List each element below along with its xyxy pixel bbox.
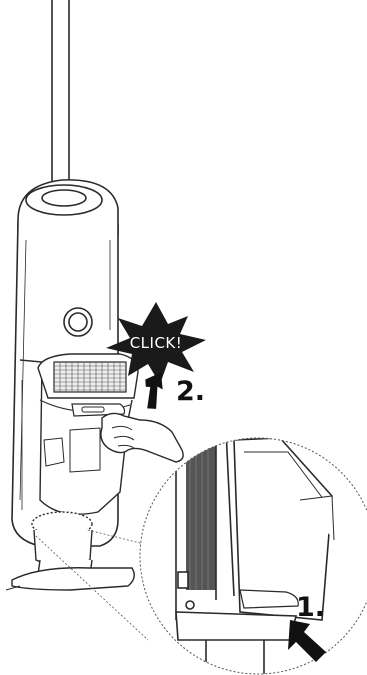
step-one-label: 1. (296, 592, 325, 623)
click-label: CLICK! (130, 334, 183, 352)
zoom-detail (140, 430, 367, 675)
handle-tube (52, 0, 69, 192)
step-two-arrow (133, 367, 173, 412)
step-two-callout: 2. (133, 367, 205, 412)
step-two-label: 2. (176, 376, 205, 407)
